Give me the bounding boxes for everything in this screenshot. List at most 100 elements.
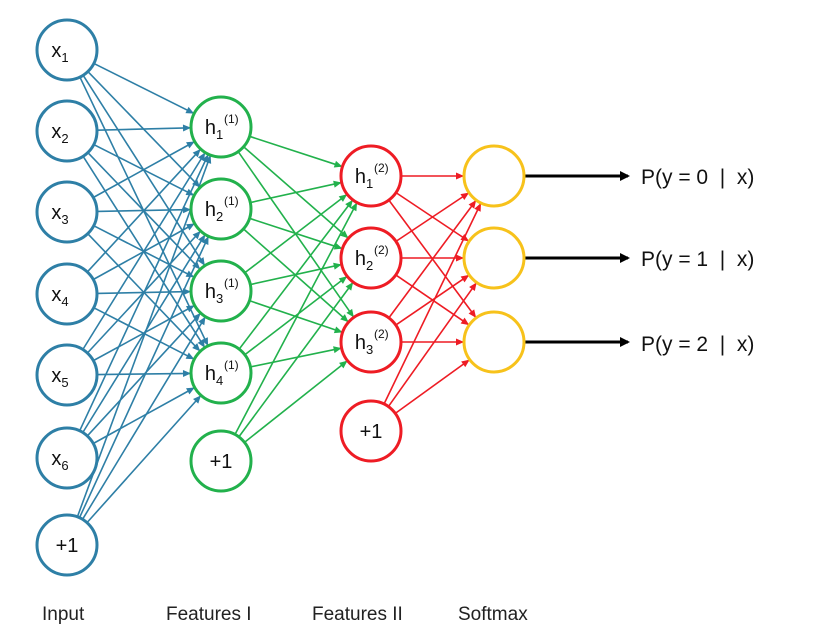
node-circle-features_1-4 <box>189 429 253 493</box>
edge-head-features_2-2-to-softmax-1 <box>460 274 470 283</box>
edge-head-input-3-to-features_1-2 <box>182 288 192 296</box>
node-input-0: x1 <box>35 18 99 82</box>
edge-features_1-1-to-features_2-0 <box>250 181 342 204</box>
node-features_1-3: h4(1) <box>189 341 253 405</box>
node-label-features_2-3: +1 <box>360 421 383 443</box>
edge-input-5-to-features_1-1 <box>82 234 206 433</box>
edge-head-input-1-to-features_1-2 <box>192 261 201 270</box>
edge-head-input-2-to-features_1-1 <box>182 206 192 214</box>
edge-head-features_2-2-to-softmax-2 <box>456 338 464 346</box>
edge-head-features_1-4-to-features_2-1 <box>345 282 354 291</box>
node-circle-features_2-1 <box>339 226 403 290</box>
edge-head-input-2-to-features_1-3 <box>192 343 201 352</box>
node-softmax-2 <box>462 310 526 374</box>
node-sup-features_1-3: (1) <box>224 358 239 372</box>
edge-features_1-4-to-features_2-0 <box>234 202 358 435</box>
edge-head-features_1-3-to-features_2-2 <box>333 346 342 354</box>
node-circle-softmax-1 <box>462 226 526 290</box>
node-features_2-3: +1 <box>339 399 403 463</box>
edge-head-input-5-to-features_1-3 <box>186 387 195 395</box>
node-features_1-4: +1 <box>189 429 253 493</box>
edge-input-4-to-features_1-0 <box>82 152 206 350</box>
edge-head-features_1-1-to-features_2-0 <box>333 180 342 188</box>
edge-input-6-to-features_1-2 <box>81 316 207 520</box>
node-label-input-6: +1 <box>56 535 79 557</box>
edge-input-6-to-features_1-1 <box>78 235 210 519</box>
output-label-1: P(y = 1 | x) <box>641 248 755 271</box>
edge-features_2-2-to-softmax-0 <box>388 199 477 319</box>
edge-head-features_1-2-to-features_2-0 <box>338 194 348 202</box>
edge-head-features_1-0-to-features_2-1 <box>340 230 349 239</box>
edge-head-input-0-to-features_1-1 <box>192 179 201 188</box>
node-input-1: x2 <box>35 99 99 163</box>
node-softmax-0 <box>462 144 526 208</box>
edge-head-input-2-to-features_1-0 <box>186 141 195 149</box>
edge-head-input-5-to-features_1-2 <box>192 313 201 322</box>
edge-head-features_2-2-to-softmax-0 <box>468 200 477 209</box>
edge-head-features_1-2-to-features_2-2 <box>333 326 343 334</box>
node-circle-input-1 <box>35 99 99 163</box>
edge-head-features_2-0-to-softmax-0 <box>456 172 464 180</box>
node-sup-features_2-0: (2) <box>374 161 389 175</box>
edge-head-features_1-3-to-features_2-0 <box>345 199 353 209</box>
node-circle-input-0 <box>35 18 99 82</box>
network-graph: x1x2x3x4x5x6+1h1(1)h2(1)h3(1)h4(1)+1h1(2… <box>35 18 630 577</box>
edge-features_1-3-to-features_2-1 <box>244 275 348 356</box>
edge-head-input-3-to-features_1-1 <box>186 223 195 231</box>
nodes: x1x2x3x4x5x6+1h1(1)h2(1)h3(1)h4(1)+1h1(2… <box>35 18 526 577</box>
edge-input-5-to-features_1-0 <box>78 153 210 432</box>
edge-features_1-4-to-features_2-1 <box>238 281 354 438</box>
edge-head-input-1-to-features_1-3 <box>197 339 205 348</box>
edge-head-input-2-to-features_1-2 <box>185 270 195 278</box>
node-input-6: +1 <box>35 513 99 577</box>
edge-features_1-3-to-features_2-0 <box>238 199 354 350</box>
node-features_1-2: h3(1) <box>189 259 253 323</box>
node-circle-input-3 <box>35 262 99 326</box>
edge-head-input-4-to-features_1-3 <box>182 369 192 377</box>
edge-head-features_1-1-to-features_2-1 <box>333 242 343 250</box>
node-circle-features_2-0 <box>339 144 403 208</box>
edge-head-features_2-3-to-softmax-2 <box>461 359 470 368</box>
node-circle-input-2 <box>35 180 99 244</box>
edge-head-input-4-to-features_1-2 <box>185 305 195 313</box>
node-features_2-1: h2(2) <box>339 226 403 290</box>
edge-head-features_2-3-to-softmax-0 <box>474 203 481 212</box>
connections <box>76 62 630 524</box>
node-circle-softmax-2 <box>462 310 526 374</box>
node-circle-features_1-1 <box>189 177 253 241</box>
edge-head-features_1-4-to-features_2-0 <box>350 202 358 212</box>
node-circle-input-5 <box>35 426 99 490</box>
node-label-features_1-4: +1 <box>210 451 233 473</box>
edge-features_2-3-to-softmax-1 <box>387 281 478 408</box>
node-circle-features_2-2 <box>339 310 403 374</box>
node-sup-features_1-1: (1) <box>224 194 239 208</box>
node-features_1-0: h1(1) <box>189 95 253 159</box>
output-label-0: P(y = 0 | x) <box>641 166 755 189</box>
node-features_2-2: h3(2) <box>339 310 403 374</box>
edge-features_1-4-to-features_2-2 <box>244 360 348 443</box>
edge-features_1-2-to-features_2-0 <box>244 193 348 274</box>
edge-input-0-to-features_1-0 <box>93 62 195 115</box>
edge-head-features_2-0-to-softmax-2 <box>468 309 477 318</box>
edge-head-input-0-to-features_1-0 <box>185 106 195 114</box>
node-circle-features_1-3 <box>189 341 253 405</box>
edge-head-input-6-to-features_1-0 <box>204 155 212 164</box>
node-input-4: x5 <box>35 343 99 407</box>
edge-features_2-1-to-softmax-0 <box>395 191 470 243</box>
edge-features_1-3-to-features_2-2 <box>250 347 342 368</box>
edge-features_2-2-to-softmax-1 <box>395 274 470 326</box>
edge-input-6-to-features_1-3 <box>86 394 202 524</box>
edge-features_2-3-to-softmax-0 <box>383 202 482 405</box>
edge-head-input-3-to-features_1-0 <box>192 149 201 158</box>
node-input-5: x6 <box>35 426 99 490</box>
edge-head-input-3-to-features_1-3 <box>185 352 195 360</box>
edge-head-features_1-0-to-features_2-2 <box>346 308 354 318</box>
node-circle-features_1-0 <box>189 95 253 159</box>
node-features_1-1: h2(1) <box>189 177 253 241</box>
edge-features_2-3-to-softmax-2 <box>394 358 471 415</box>
edge-head-features_2-1-to-softmax-0 <box>460 192 470 200</box>
node-sup-features_2-2: (2) <box>374 327 389 341</box>
node-sup-features_1-2: (1) <box>224 276 239 290</box>
node-circle-input-4 <box>35 343 99 407</box>
